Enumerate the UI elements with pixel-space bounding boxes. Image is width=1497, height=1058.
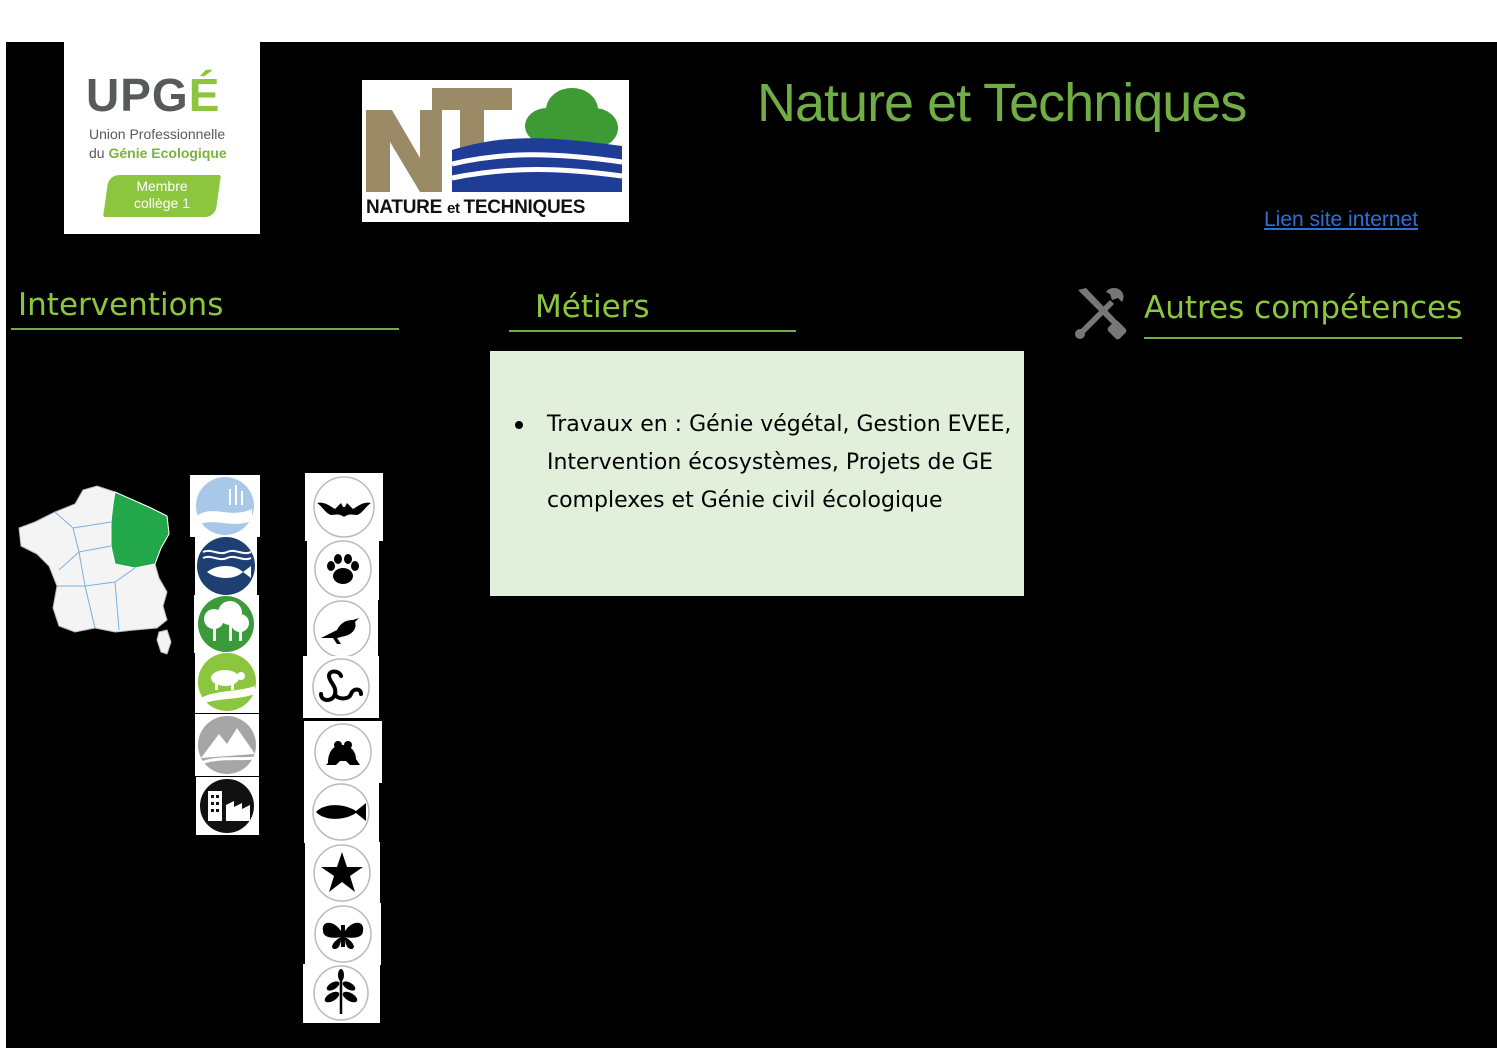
section-title-metiers: Métiers bbox=[535, 289, 650, 325]
interventions-underline bbox=[11, 328, 399, 330]
amphibian-frog-icon bbox=[304, 721, 382, 783]
bullet-dot bbox=[515, 421, 523, 429]
bird-icon bbox=[307, 598, 378, 660]
upge-logo: UPGÉ Union Professionnelle du Génie Ecol… bbox=[64, 42, 260, 234]
nt-logo: NATURE et TECHNIQUES bbox=[362, 80, 629, 222]
forest-icon bbox=[194, 595, 259, 653]
metiers-item: Travaux en : Génie végétal, Gestion EVEE… bbox=[547, 412, 1012, 513]
section-title-autres: Autres compétences bbox=[1144, 290, 1463, 326]
river-fish-icon bbox=[195, 536, 257, 596]
nt-logo-graphic bbox=[366, 88, 623, 192]
starfish-icon bbox=[305, 842, 380, 904]
metiers-underline bbox=[509, 330, 796, 332]
upge-line-2: du Génie Ecologique bbox=[89, 145, 227, 161]
france-map bbox=[18, 485, 172, 655]
metiers-box: Travaux en : Génie végétal, Gestion EVEE… bbox=[490, 351, 1024, 596]
plant-icon bbox=[303, 964, 380, 1023]
bat-icon bbox=[305, 473, 383, 541]
reptile-snake-icon bbox=[303, 656, 379, 718]
mammal-paw-icon bbox=[307, 538, 379, 600]
website-link[interactable]: Lien site internet bbox=[1264, 208, 1419, 231]
fish-icon bbox=[304, 781, 379, 843]
nt-logo-caption: NATURE et TECHNIQUES bbox=[366, 197, 586, 218]
tools-icon bbox=[1075, 288, 1127, 340]
wetland-icon bbox=[190, 475, 260, 537]
urban-industrial-icon bbox=[196, 777, 259, 835]
section-title-interventions: Interventions bbox=[18, 287, 224, 323]
autres-underline bbox=[1144, 337, 1462, 339]
grassland-sheep-icon bbox=[195, 652, 259, 713]
butterfly-icon bbox=[305, 903, 381, 965]
upge-wordmark: UPGÉ bbox=[86, 69, 221, 121]
mountain-icon bbox=[195, 714, 259, 776]
page-title: Nature et Techniques bbox=[757, 73, 1247, 133]
upge-line-1: Union Professionnelle bbox=[89, 126, 226, 142]
